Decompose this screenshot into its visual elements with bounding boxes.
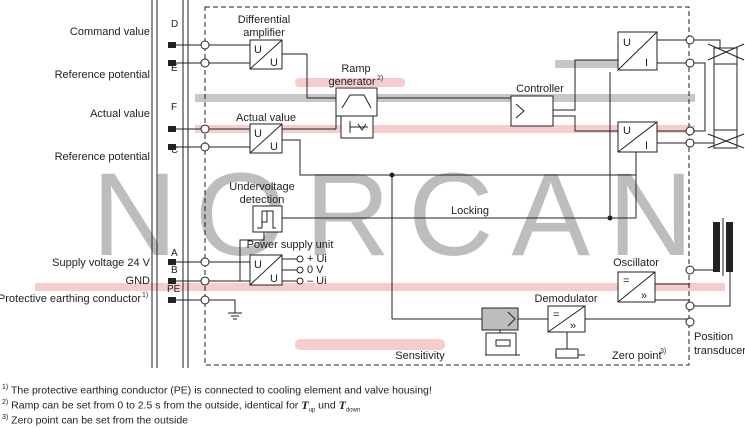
svg-text:+ Ui: + Ui — [307, 253, 327, 265]
svg-text:=: = — [623, 275, 629, 287]
svg-text:U: U — [270, 141, 278, 153]
svg-text:=: = — [553, 309, 559, 321]
svg-text:U: U — [623, 37, 631, 49]
connection-circles — [200, 35, 695, 327]
pe-superscript: 1) — [142, 292, 148, 299]
footnote-1: 1) The protective earthing conductor (PE… — [2, 384, 432, 397]
label-gnd: GND — [126, 275, 151, 287]
svg-text:amplifier: amplifier — [243, 27, 285, 39]
svg-text:Ramp: Ramp — [341, 63, 370, 75]
svg-text:»: » — [570, 320, 576, 332]
pin-b: B — [171, 265, 178, 276]
svg-text:Position: Position — [694, 331, 733, 343]
sensitivity-amplifier: Sensitivity — [395, 307, 519, 362]
svg-text:U: U — [254, 128, 262, 140]
output-amplifier-top: U I — [617, 31, 658, 71]
svg-text:Differential: Differential — [238, 14, 290, 26]
zero-point-potentiometer: Zero point 3) — [555, 348, 666, 362]
svg-text:I: I — [645, 57, 648, 69]
svg-text:Sensitivity: Sensitivity — [395, 350, 445, 362]
svg-text:3): 3) — [660, 348, 666, 355]
svg-text:detection: detection — [240, 194, 285, 206]
label-command-value: Command value — [70, 26, 150, 38]
valve-coil — [707, 43, 745, 149]
output-amplifier-bottom: U I — [617, 121, 658, 153]
pin-pe: PE — [167, 284, 181, 295]
pin-f: F — [171, 102, 177, 113]
terminal-labels: Command value Reference potential Actual… — [0, 26, 151, 305]
label-supply-voltage: Supply voltage 24 V — [52, 257, 151, 269]
terminal-strip — [151, 0, 189, 368]
module-border — [204, 6, 690, 366]
junction-dots — [389, 172, 613, 221]
label-protective-earthing: Protective earthing conductor — [0, 293, 141, 305]
svg-text:– Ui: – Ui — [307, 275, 327, 287]
undervoltage-detection: Undervoltage detection — [229, 181, 295, 233]
terminal-pins: D E F C A B PE — [167, 19, 181, 303]
svg-text:Actual value: Actual value — [236, 112, 296, 124]
footnote-3: 3) Zero point can be set from the outsid… — [2, 414, 189, 427]
svg-text:U: U — [270, 273, 278, 285]
svg-text:Undervoltage: Undervoltage — [229, 181, 294, 193]
pin-a: A — [171, 248, 178, 259]
pin-c: C — [171, 145, 178, 156]
position-transducer-coils — [713, 218, 733, 276]
svg-text:generator: generator — [328, 76, 375, 88]
oscillator: = » Oscillator — [613, 257, 659, 303]
actual-value-amplifier: U U Actual value — [236, 112, 296, 154]
demodulator: = » Demodulator — [535, 293, 598, 333]
ramp-generator: Ramp generator 2) — [328, 63, 383, 139]
differential-amplifier: U U Differential amplifier — [238, 14, 290, 70]
svg-text:transducer: transducer — [694, 345, 745, 357]
watermark-text: NORCAN — [92, 149, 711, 281]
svg-text:2): 2) — [377, 75, 383, 82]
svg-text:U: U — [270, 57, 278, 69]
label-reference-potential-1: Reference potential — [55, 69, 150, 81]
controller: Controller — [510, 83, 564, 127]
svg-text:U: U — [254, 259, 262, 271]
pin-d: D — [171, 19, 178, 30]
svg-text:Controller: Controller — [516, 83, 564, 95]
svg-text:I: I — [645, 140, 648, 152]
svg-text:Zero point: Zero point — [612, 350, 662, 362]
footnote-2: 2) Ramp can be set from 0 to 2.5 s from … — [2, 397, 361, 414]
position-transducer-label: Position transducer — [694, 331, 745, 357]
svg-text:U: U — [254, 44, 262, 56]
locking-label: Locking — [451, 205, 489, 217]
svg-text:Power supply unit: Power supply unit — [247, 239, 334, 251]
svg-text:Demodulator: Demodulator — [535, 293, 598, 305]
svg-text:Oscillator: Oscillator — [613, 257, 659, 269]
label-reference-potential-2: Reference potential — [55, 151, 150, 163]
svg-text:0 V: 0 V — [307, 264, 324, 276]
label-actual-value: Actual value — [90, 108, 150, 120]
svg-text:»: » — [641, 290, 647, 302]
svg-text:U: U — [623, 125, 631, 137]
pin-e: E — [171, 63, 178, 74]
power-supply-unit: U U Power supply unit + Ui 0 V – Ui — [247, 239, 334, 287]
